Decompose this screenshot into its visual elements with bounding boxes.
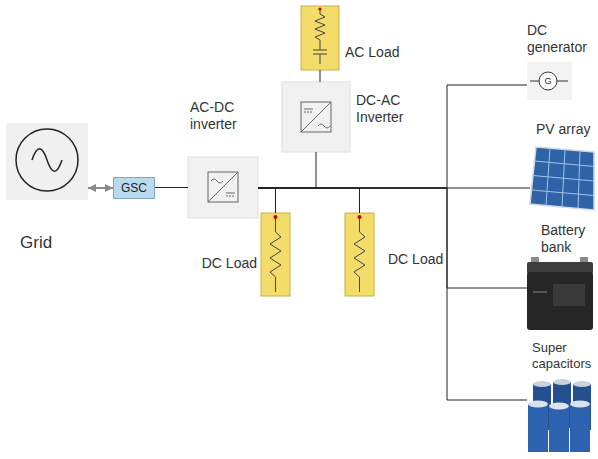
storage-block: Super capacitors bbox=[527, 380, 594, 454]
bus-wire bbox=[320, 70, 321, 82]
converter-symbol bbox=[301, 102, 331, 132]
converter-panel bbox=[282, 82, 350, 152]
component-label: Battery bank bbox=[541, 222, 597, 256]
component-label: Super capacitors bbox=[532, 340, 596, 372]
component-label: DC-AC Inverter bbox=[356, 92, 418, 126]
grid-source: Grid bbox=[6, 123, 88, 200]
converter-box: GSC bbox=[113, 177, 155, 199]
terminal-dot bbox=[274, 215, 278, 219]
battery-picture bbox=[527, 257, 593, 330]
component-label: DC Load bbox=[201, 255, 257, 272]
component-label: AC-DC inverter bbox=[190, 99, 254, 133]
source-block: PV array bbox=[530, 147, 594, 210]
inverter-block: DC-AC Inverter bbox=[282, 82, 350, 152]
ac-source-symbol bbox=[16, 129, 78, 191]
generator-lead bbox=[557, 81, 568, 82]
inverter-block: AC-DC inverter bbox=[188, 157, 258, 218]
generator-lead bbox=[530, 81, 539, 82]
generator-panel bbox=[527, 62, 572, 100]
load-panel bbox=[261, 213, 290, 296]
component-label: DC generator bbox=[527, 22, 593, 56]
generator-symbol bbox=[539, 72, 557, 90]
supercapacitor-picture bbox=[528, 379, 591, 452]
component-label: AC Load bbox=[345, 44, 399, 61]
terminal-dot bbox=[358, 215, 362, 219]
component-label: DC Load bbox=[388, 251, 443, 268]
converter-panel bbox=[188, 157, 258, 218]
converter-symbol bbox=[208, 172, 238, 202]
bus-wire bbox=[258, 152, 316, 188]
resistor-symbol bbox=[354, 218, 365, 292]
load-block: AC Load bbox=[301, 6, 339, 70]
load-panel bbox=[345, 213, 374, 296]
box-label: GSC bbox=[121, 181, 147, 195]
component-label: PV array bbox=[536, 121, 590, 138]
resistor-symbol bbox=[313, 10, 327, 64]
bus-wire bbox=[155, 187, 188, 188]
bus-wire bbox=[258, 188, 527, 400]
bus-wire bbox=[258, 85, 527, 188]
load-block: DC Load bbox=[261, 213, 290, 296]
load-panel bbox=[301, 6, 339, 70]
bus-wire bbox=[258, 188, 360, 213]
bus-wire bbox=[258, 188, 527, 288]
storage-block: Battery bank bbox=[527, 262, 593, 330]
bus-wire bbox=[258, 188, 276, 213]
symbol-letter: G bbox=[544, 77, 551, 86]
component-label: Grid bbox=[20, 233, 52, 253]
resistor-symbol bbox=[270, 218, 281, 292]
load-block: DC Load bbox=[345, 213, 374, 296]
grid-link-arrow bbox=[88, 187, 113, 189]
pv-panel-picture bbox=[530, 147, 594, 210]
grid-panel bbox=[6, 123, 88, 200]
terminal-dot bbox=[318, 7, 321, 10]
sine-wave bbox=[32, 149, 62, 172]
